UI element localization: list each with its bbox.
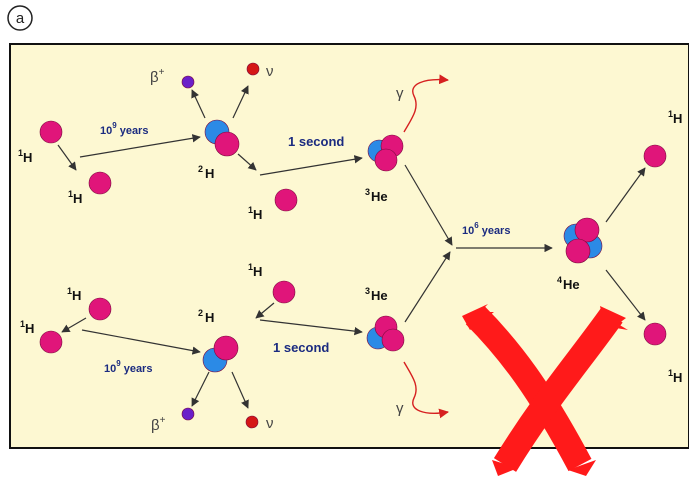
cross-end-4 (492, 460, 518, 476)
proton (565, 238, 591, 264)
cross-end-2 (600, 306, 628, 330)
panel-label: a (7, 5, 33, 31)
cross-stroke-1 (465, 305, 592, 472)
cross-end-3 (568, 460, 596, 476)
label-he3-bot: 3He (365, 286, 388, 303)
time-dp-top: 1 second (288, 134, 344, 149)
label-he3-top: 3He (365, 187, 388, 204)
proton (374, 148, 398, 172)
gamma-top: γ (396, 85, 404, 102)
positron-bot (181, 407, 195, 421)
proton-3-top (274, 188, 298, 212)
proton-2-top (88, 171, 112, 195)
arrow-he4-to-proton-top (605, 167, 646, 223)
particle-symbols: β+ ν γ β+ ν γ (150, 63, 404, 434)
nu-top: ν (266, 63, 274, 80)
arrow-to-neutrino-top (232, 85, 249, 119)
arrow-p1-to-p2-top (57, 144, 77, 171)
label-h1-bot-b: 1H (20, 319, 34, 336)
proton-3-bot (272, 280, 296, 304)
time-dp-bot: 1 second (273, 340, 329, 355)
label-h1-bot-c: 1H (248, 262, 262, 279)
arrow-p1-to-p2-bot (61, 317, 87, 333)
cross-stroke-2 (493, 307, 623, 472)
arrow-to-positron-top (191, 89, 206, 119)
deuteron-top (204, 119, 240, 157)
arrow-deuteron-to-proton-top (237, 153, 257, 171)
arrow-he3-top-to-merge (404, 164, 453, 246)
label-h1-top-b: 1H (68, 189, 82, 206)
proton-2-bot (39, 330, 63, 354)
arrow-he3-bot-to-merge (404, 251, 451, 323)
proton (213, 335, 239, 361)
arrow-pp-to-deuteron-bot (81, 329, 201, 355)
arrow-to-positron-bot (191, 371, 210, 407)
proton-1-bot (88, 297, 112, 321)
label-h1-right-bottom: 1H (668, 368, 682, 385)
gamma-ray-arrow-top (403, 74, 449, 133)
label-he4: 4He (557, 275, 580, 292)
arrow-to-neutrino-bot (231, 371, 249, 409)
proton (574, 217, 600, 243)
cross-jagged-ends (462, 304, 628, 476)
nu-bot: ν (266, 415, 274, 432)
helium4 (563, 217, 603, 264)
helium3-top (367, 134, 404, 172)
panel-label-circle (7, 5, 33, 31)
label-h1-top-c: 1H (248, 205, 262, 222)
label-h1-right-top: 1H (668, 109, 682, 126)
red-cross-mark (465, 305, 623, 472)
cross-end-1 (462, 304, 494, 330)
arrow-proton-to-deuteron-bot (255, 302, 275, 319)
reaction-arrows (57, 85, 646, 409)
arrow-dp-to-he3-bot (259, 319, 363, 336)
panel-label-text: a (16, 10, 25, 27)
arrow-pp-to-deuteron-top (79, 134, 201, 158)
neutrino-top (246, 62, 260, 76)
positron-top (181, 75, 195, 89)
helium3-bot (366, 315, 405, 352)
neutrino-bot (245, 415, 259, 429)
proton-right-top (643, 144, 667, 168)
beta-plus-bot: β+ (151, 415, 166, 434)
deuteron-bot (202, 335, 239, 373)
proton-1-top (39, 120, 63, 144)
arrow-dp-to-he3-top (259, 155, 363, 176)
proton (381, 328, 405, 352)
particles (39, 62, 667, 429)
proton-right-bottom (643, 322, 667, 346)
gamma-ray-arrow-bottom (403, 361, 449, 419)
proton (214, 131, 240, 157)
beta-plus-top: β+ (150, 67, 165, 86)
arrow-he4-to-proton-bottom (605, 269, 646, 321)
gamma-bot: γ (396, 400, 404, 417)
label-h1-bot-a: 1H (67, 286, 81, 303)
label-h1-top-a: 1H (18, 148, 32, 165)
